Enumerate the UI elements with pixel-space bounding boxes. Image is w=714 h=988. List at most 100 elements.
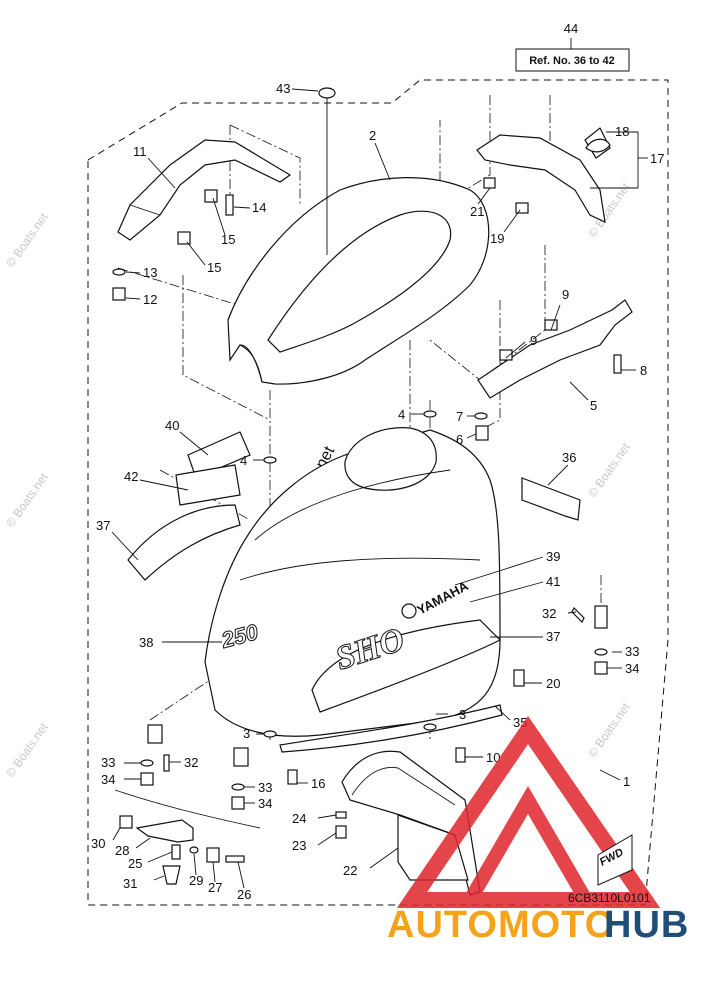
decals xyxy=(127,431,581,753)
callout-label: 32 xyxy=(184,755,198,770)
nut-23 xyxy=(335,825,347,839)
watermark: © Boats.net xyxy=(3,720,51,780)
nut-34c xyxy=(231,796,245,810)
callout-labels: 43 2 11 14 15 15 13 12 18 17 21 19 9 9 8… xyxy=(91,81,664,902)
decal-42 xyxy=(175,464,241,506)
callout-label: 33 xyxy=(258,780,272,795)
watermark: © Boats.net xyxy=(3,470,51,530)
fwd-marker: FWD xyxy=(597,834,633,886)
callout-label: 36 xyxy=(562,450,576,465)
collar-27 xyxy=(206,847,220,863)
washer-4a xyxy=(423,410,437,418)
bolt-20 xyxy=(513,669,525,687)
washer-24 xyxy=(335,811,347,819)
callout-label: 39 xyxy=(546,549,560,564)
pin-32a xyxy=(571,606,585,624)
callout-label: 25 xyxy=(128,856,142,871)
callout-label: 28 xyxy=(115,843,129,858)
washer-13 xyxy=(112,268,126,276)
callout-label: 5 xyxy=(590,398,597,413)
watermark: © Boats.net xyxy=(3,210,51,270)
callout-label: 1 xyxy=(623,774,630,789)
brand-wordmark: AUTOMOTO HUB xyxy=(387,904,688,946)
clip-15b xyxy=(177,231,191,245)
callout-label: 4 xyxy=(240,453,247,468)
pin-32b xyxy=(163,754,170,772)
clip-29 xyxy=(189,846,199,854)
callout-44: 44 xyxy=(564,21,578,36)
latch-28 xyxy=(135,819,194,843)
diagram-code: 6CB3110L0101 xyxy=(568,891,651,905)
callout-label: 40 xyxy=(165,418,179,433)
callout-label: 43 xyxy=(276,81,290,96)
callout-label: 34 xyxy=(625,661,639,676)
decal-36 xyxy=(521,477,581,521)
bolt-8 xyxy=(613,354,622,374)
brand-wordmark-part1: AUTOMOTO xyxy=(387,904,615,946)
callout-label: 17 xyxy=(650,151,664,166)
watermark: © Boats.net xyxy=(585,700,633,760)
callout-label: 3 xyxy=(243,726,250,741)
callout-label: 37 xyxy=(96,518,110,533)
callout-label: 13 xyxy=(143,265,157,280)
grommet-18 xyxy=(585,138,611,153)
reference-group: 44 Ref. No. 36 to 42 xyxy=(515,21,630,72)
washer-33a xyxy=(594,648,608,656)
decal-40 xyxy=(187,431,251,479)
callout-label: 9 xyxy=(530,333,537,348)
callout-label: 30 xyxy=(91,836,105,851)
watermark: © Boats.net xyxy=(585,440,633,500)
nut-12 xyxy=(112,287,126,301)
bolt-16 xyxy=(287,769,298,785)
nut-21 xyxy=(483,177,496,189)
washer-7 xyxy=(474,412,488,420)
leader-lines xyxy=(111,88,648,889)
callout-label: 26 xyxy=(237,887,251,902)
callout-label: 34 xyxy=(101,772,115,787)
side-rail xyxy=(477,299,633,399)
right-bracket xyxy=(476,127,611,224)
latch-mid xyxy=(233,747,249,767)
decal-35 xyxy=(279,704,503,753)
bushing-30 xyxy=(119,815,133,829)
callout-label: 7 xyxy=(456,409,463,424)
callout-label: 41 xyxy=(546,574,560,589)
callout-label: 11 xyxy=(133,144,147,159)
callout-label: 38 xyxy=(139,635,153,650)
clip-19 xyxy=(515,202,529,214)
callout-label: 42 xyxy=(124,469,138,484)
callout-label: 22 xyxy=(343,863,357,878)
callout-label: 37 xyxy=(546,629,560,644)
callout-label: 23 xyxy=(292,838,306,853)
bolt-10 xyxy=(455,747,466,763)
callout-label: 4 xyxy=(398,407,405,422)
clip-15a xyxy=(204,189,218,203)
callout-label: 27 xyxy=(208,880,222,895)
callout-label: 9 xyxy=(562,287,569,302)
callout-label: 2 xyxy=(369,128,376,143)
left-bracket xyxy=(117,139,292,241)
clip-9a xyxy=(544,319,558,331)
latch-right xyxy=(594,605,608,629)
pin-25 xyxy=(171,844,181,860)
washer-3b xyxy=(423,723,437,731)
callout-label: 33 xyxy=(101,755,115,770)
callout-label: 15 xyxy=(207,260,221,275)
latch-left xyxy=(147,724,163,744)
callout-label: 10 xyxy=(486,750,500,765)
callout-label: 14 xyxy=(252,200,266,215)
nut-34a xyxy=(594,661,608,675)
bolt-14 xyxy=(225,194,234,216)
washer-3a xyxy=(263,730,277,738)
lower-seal xyxy=(341,750,481,896)
callout-label: 15 xyxy=(221,232,235,247)
callout-label: 33 xyxy=(625,644,639,659)
bottom-cowling xyxy=(204,427,502,737)
yamaha-emblem-icon xyxy=(401,603,417,619)
callout-label: 21 xyxy=(470,204,484,219)
washer-33c xyxy=(231,783,245,791)
hardware xyxy=(112,138,622,885)
washer-4b xyxy=(263,456,277,464)
callout-label: 18 xyxy=(615,124,629,139)
